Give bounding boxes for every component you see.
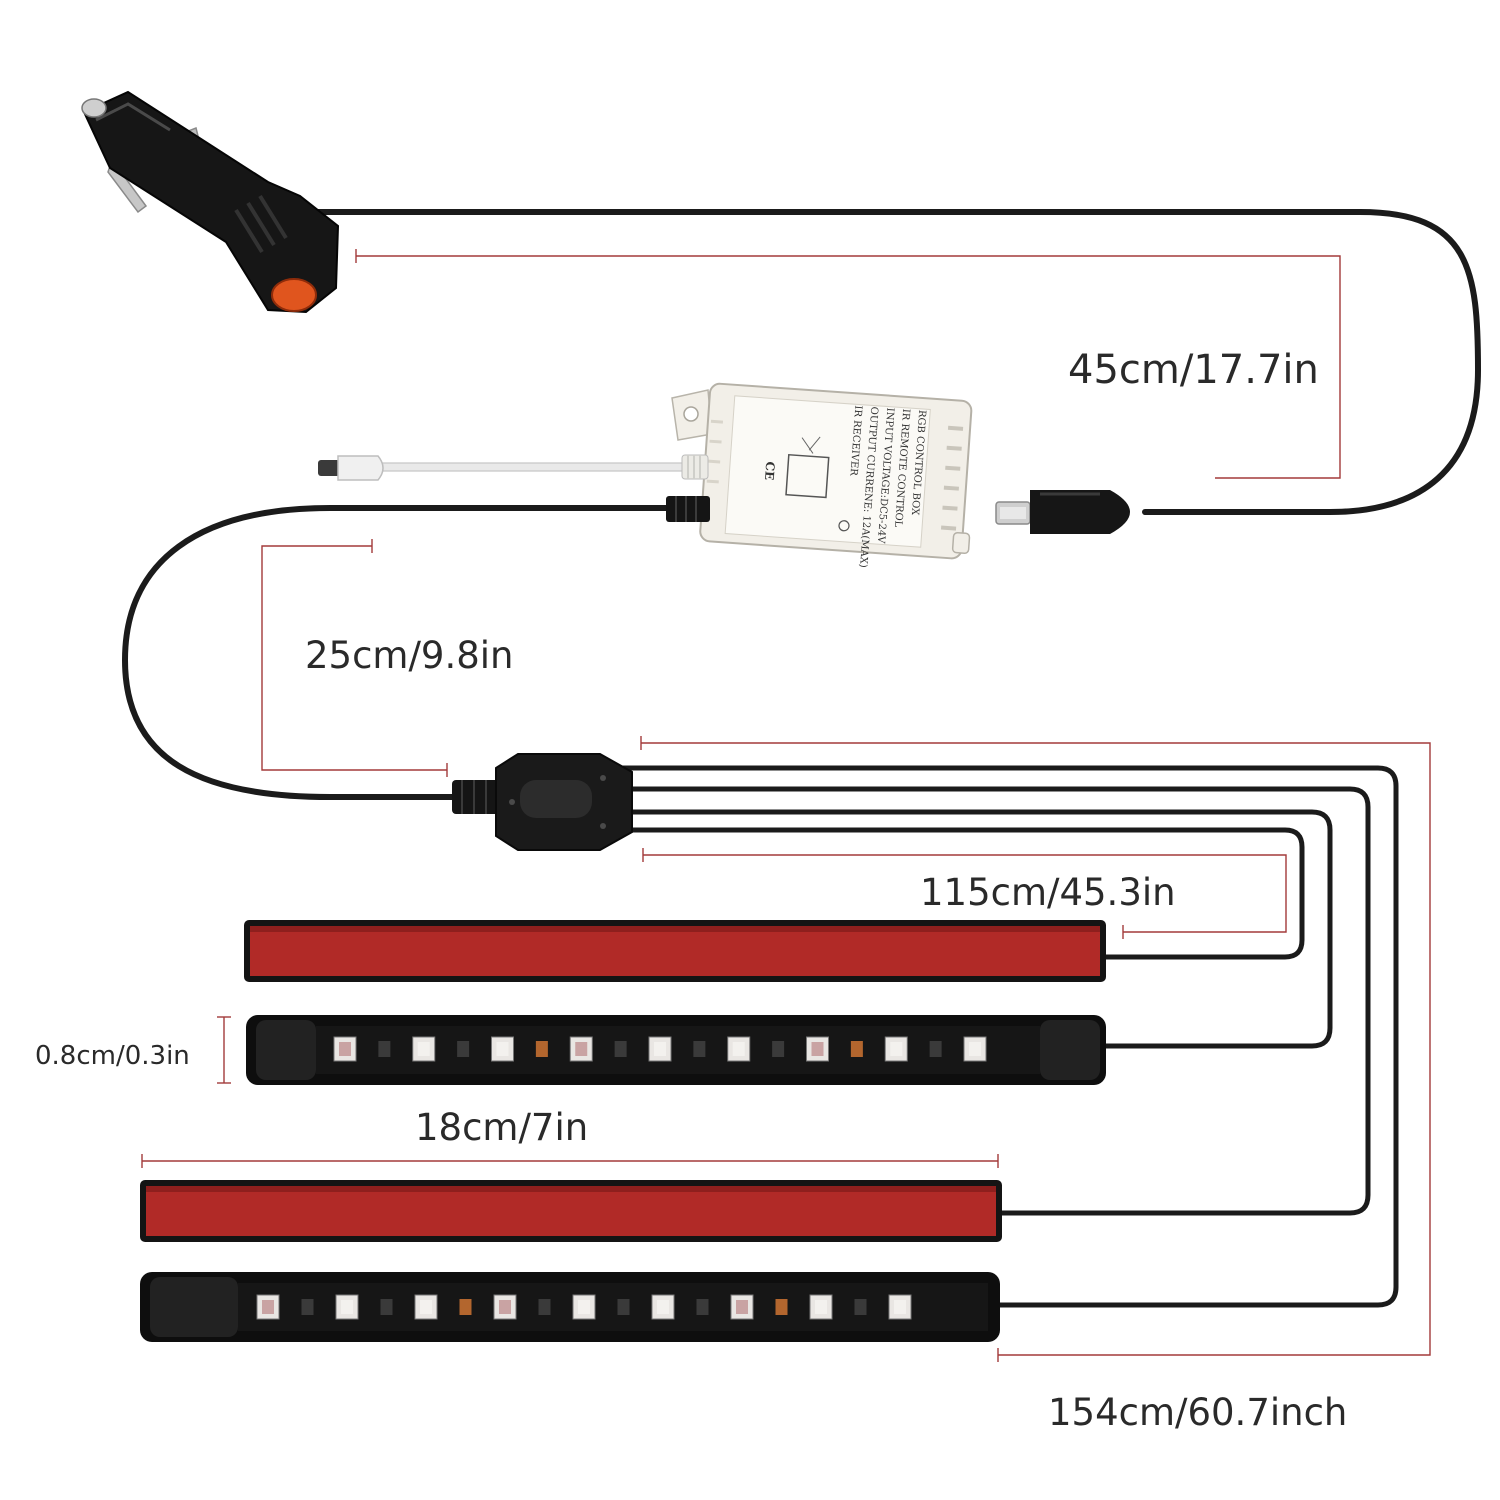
y-cable (122, 505, 703, 800)
strip-2-resistor (775, 1299, 788, 1315)
dim-line-25cm (261, 545, 447, 771)
strip-1-led-core (496, 1042, 509, 1056)
strip-1-resistor (850, 1041, 863, 1057)
dim-line-115cm (643, 854, 1287, 933)
dim-line-45cm (356, 255, 1341, 479)
label-115cm: 115cm/45.3in (920, 871, 1176, 914)
control-box: RGB CONTROL BOX IR REMOTE CONTROL INPUT … (666, 382, 973, 568)
ce-mark: CE (762, 461, 777, 481)
strip-2-resistor (696, 1299, 709, 1315)
strip-2-resistor (854, 1299, 867, 1315)
label-18cm: 18cm/7in (415, 1106, 588, 1149)
led-chip-row-1 (333, 1036, 987, 1062)
strip-1-led-core (339, 1042, 351, 1056)
strip-1-resistor (457, 1041, 470, 1057)
adapter-cable (297, 209, 1481, 515)
strip-1-resistor (535, 1041, 548, 1057)
cigarette-lighter-plug (81, 90, 340, 314)
branch-cable-1 (617, 827, 1305, 960)
strip-1-led-core (417, 1042, 430, 1056)
strip-2-led-core (736, 1300, 748, 1314)
strip-2-led-core (420, 1300, 432, 1314)
strip-1-led-core (575, 1042, 588, 1056)
strip-1-resistor (772, 1041, 785, 1057)
strip-1-resistor (378, 1041, 391, 1057)
y-splitter (452, 753, 633, 851)
led-strip-front-1 (246, 1015, 1106, 1085)
branch-cable-2 (617, 809, 1333, 1049)
strip-2-led-core (341, 1300, 353, 1314)
strip-1-led-core (811, 1042, 824, 1056)
branch-cable-4 (617, 765, 1399, 1308)
led-strip-back-1 (244, 920, 1106, 982)
strip-2-led-core (894, 1300, 906, 1314)
strip-1-led-core (890, 1042, 903, 1056)
led-strip-front-2 (140, 1272, 1000, 1342)
dim-line-154cm (641, 742, 1431, 1356)
strip-1-resistor (614, 1041, 627, 1057)
strip-2-led-core (657, 1300, 669, 1314)
strain-relief-output (666, 496, 710, 522)
ir-cable-outline (359, 462, 701, 472)
box-label-line-5: IR RECEIVER (847, 405, 863, 477)
led-strip-back-2 (140, 1180, 1002, 1242)
strip-1-resistor (929, 1041, 942, 1057)
label-0-8cm: 0.8cm/0.3in (35, 1041, 190, 1071)
strip-1-resistor (693, 1041, 706, 1057)
label-154cm: 154cm/60.7inch (1048, 1391, 1347, 1434)
branch-cable-3 (617, 786, 1371, 1216)
dc-barrel-plug (995, 490, 1130, 534)
label-45cm: 45cm/17.7in (1068, 347, 1319, 393)
strip-2-resistor (617, 1299, 630, 1315)
strip-2-led-core (578, 1300, 590, 1314)
label-25cm: 25cm/9.8in (305, 634, 514, 677)
strip-2-led-core (815, 1300, 827, 1314)
cable-group (122, 209, 1481, 1308)
strip-2-resistor (538, 1299, 551, 1315)
ir-receiver (318, 455, 384, 481)
strip-1-led-core (969, 1042, 981, 1056)
strip-2-led-core (499, 1300, 511, 1314)
strain-relief-ir (681, 454, 709, 480)
strip-2-resistor (380, 1299, 393, 1315)
switch-button (271, 278, 317, 312)
strip-2-led-core (262, 1300, 274, 1314)
strip-1-led-core (732, 1042, 745, 1056)
strip-2-resistor (301, 1299, 314, 1315)
dimension-lines (141, 249, 1431, 1362)
strip-2-resistor (459, 1299, 472, 1315)
strip-1-led-core (654, 1042, 666, 1056)
led-chip-row-2 (256, 1294, 912, 1320)
